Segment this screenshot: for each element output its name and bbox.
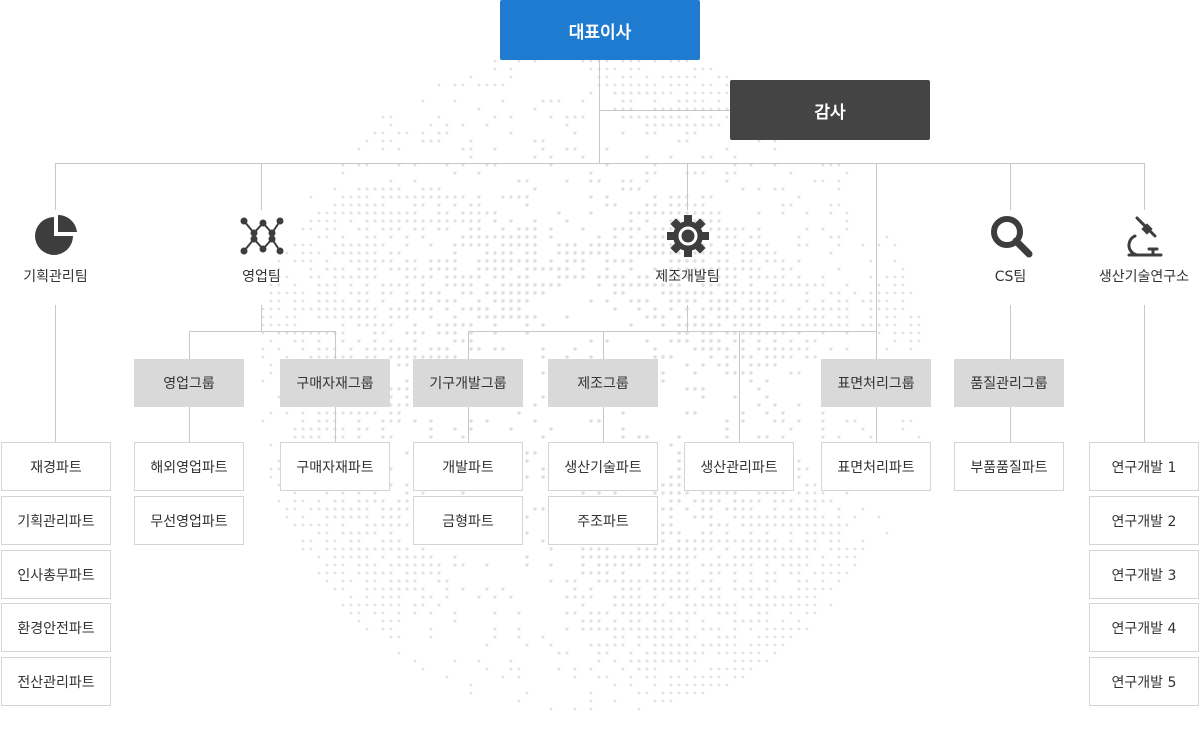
team-sales: 영업팀 <box>206 210 317 286</box>
part-production-mgmt-1: 생산관리파트 <box>684 442 794 491</box>
part-device-dev-2: 금형파트 <box>413 496 523 545</box>
pie-chart-icon <box>30 210 82 262</box>
part-manufacturing-1: 생산기술파트 <box>548 442 658 491</box>
group-sales: 영업그룹 <box>134 359 244 407</box>
team-name: 기획관리팀 <box>23 269 88 285</box>
group-surface-treatment: 표면처리그룹 <box>821 359 931 407</box>
group-device-development: 기구개발그룹 <box>413 359 523 407</box>
part-research-5: 연구개발 5 <box>1089 657 1199 706</box>
group-quality: 품질관리그룹 <box>954 359 1064 407</box>
team-name: 제조개발팀 <box>655 269 720 285</box>
microscope-icon <box>1118 210 1170 262</box>
part-planning-2: 기획관리파트 <box>1 496 111 545</box>
part-purchasing-1: 구매자재파트 <box>280 442 390 491</box>
part-surface-1: 표면처리파트 <box>821 442 931 491</box>
team-cs: CS팀 <box>955 210 1066 286</box>
ceo-box: 대표이사 <box>500 0 700 60</box>
team-name: 생산기술연구소 <box>1098 269 1190 285</box>
team-research: 생산기술연구소 <box>1084 210 1200 286</box>
group-manufacturing: 제조그룹 <box>548 359 658 407</box>
part-manufacturing-2: 주조파트 <box>548 496 658 545</box>
part-planning-5: 전산관리파트 <box>1 657 111 706</box>
part-planning-4: 환경안전파트 <box>1 603 111 652</box>
part-research-4: 연구개발 4 <box>1089 603 1199 652</box>
part-sales-2: 무선영업파트 <box>134 496 244 545</box>
part-research-2: 연구개발 2 <box>1089 496 1199 545</box>
line-graph-icon <box>236 210 288 262</box>
team-name: 영업팀 <box>242 269 281 285</box>
gear-icon <box>662 210 714 262</box>
group-purchasing: 구매자재그룹 <box>280 359 390 407</box>
part-planning-1: 재경파트 <box>1 442 111 491</box>
part-sales-1: 해외영업파트 <box>134 442 244 491</box>
audit-box: 감사 <box>730 80 930 140</box>
team-name: CS팀 <box>994 269 1027 285</box>
team-planning: 기획관리팀 <box>0 210 111 286</box>
part-research-3: 연구개발 3 <box>1089 550 1199 599</box>
part-quality-1: 부품품질파트 <box>954 442 1064 491</box>
magnifier-icon <box>985 210 1037 262</box>
part-planning-3: 인사총무파트 <box>1 550 111 599</box>
part-device-dev-1: 개발파트 <box>413 442 523 491</box>
part-research-1: 연구개발 1 <box>1089 442 1199 491</box>
team-manufacturing: 제조개발팀 <box>622 210 753 286</box>
